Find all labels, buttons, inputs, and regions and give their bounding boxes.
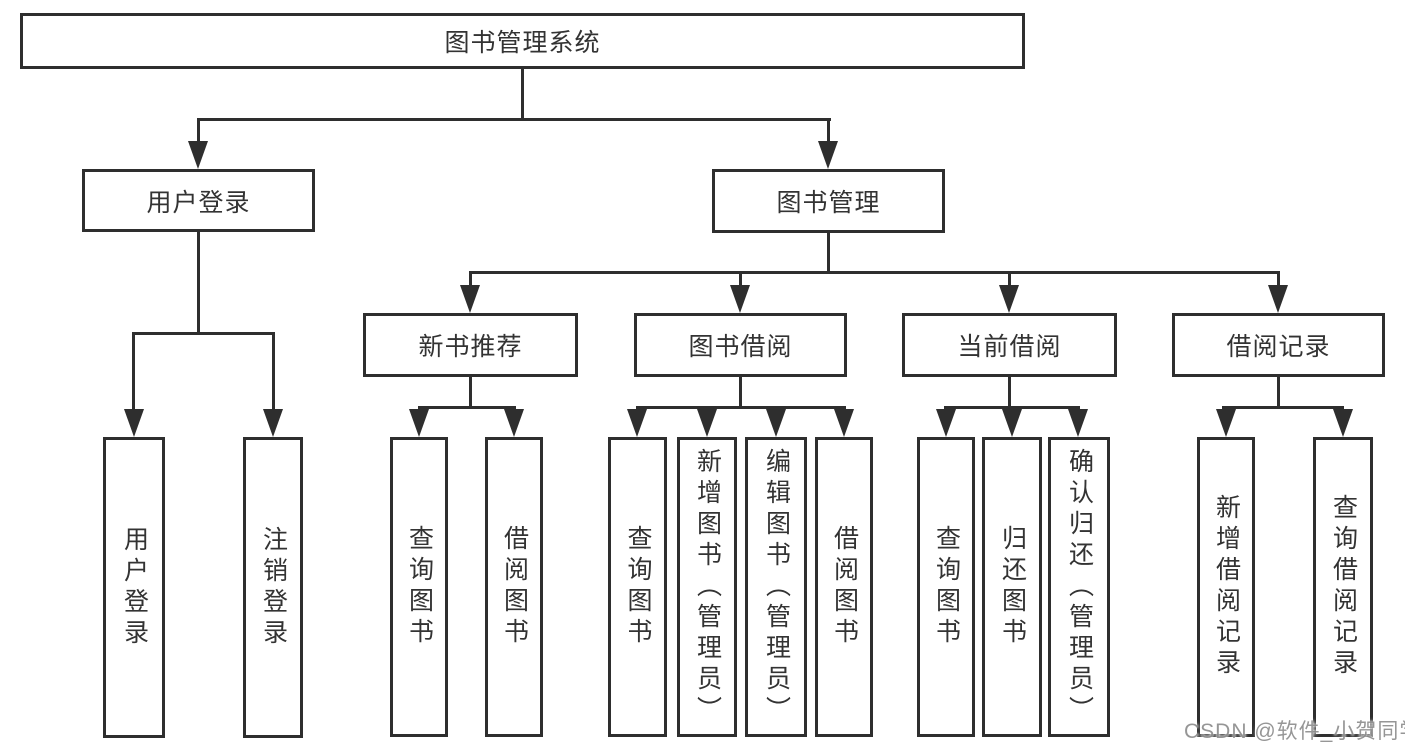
connector-bookmgmt-vline (827, 233, 830, 274)
leaf-user-login-label: 用户登录 (120, 525, 149, 650)
node-root-system: 图书管理系统 (20, 13, 1025, 69)
leaf-borrow-borrow-books: 借阅图书 (815, 437, 873, 737)
leaf-newbook-borrow-books: 借阅图书 (485, 437, 543, 737)
arrowhead-down-icon (263, 409, 283, 437)
leaf-records-query-record: 查询借阅记录 (1313, 437, 1373, 737)
arrowhead-down-icon (1216, 409, 1236, 437)
node-book-borrow-label: 图书借阅 (688, 333, 793, 361)
connector-records-vline (1277, 377, 1280, 409)
node-book-borrow: 图书借阅 (634, 313, 847, 377)
leaf-borrow-query-books-label: 查询图书 (624, 525, 652, 649)
arrowhead-down-icon (766, 409, 786, 437)
connector-root-hline (197, 118, 831, 121)
connector-bookmgmt-records-stem (1277, 271, 1280, 288)
arrowhead-down-icon (504, 409, 524, 437)
arrowhead-down-icon (834, 409, 854, 437)
connector-userlogin-leaf1-stem (132, 332, 135, 412)
connector-records-hline (1222, 406, 1344, 409)
connector-root-userlogin-stem (197, 118, 200, 144)
leaf-borrow-edit-books-admin-label: 编辑图书（管理员） (762, 447, 791, 727)
connector-borrow-vline (739, 377, 742, 409)
node-root-system-label: 图书管理系统 (444, 29, 601, 57)
connector-bookmgmt-newbook-stem (469, 271, 472, 288)
connector-bookmgmt-hline (469, 271, 1280, 274)
node-book-management: 图书管理 (712, 169, 945, 233)
arrowhead-down-icon (1268, 285, 1288, 313)
node-current-borrow: 当前借阅 (902, 313, 1117, 377)
arrowhead-down-icon (627, 409, 647, 437)
arrowhead-down-icon (409, 409, 429, 437)
connector-userlogin-leaf2-stem (272, 332, 275, 412)
leaf-current-confirm-return-admin-label: 确认归还（管理员） (1065, 447, 1094, 727)
leaf-records-add-record: 新增借阅记录 (1197, 437, 1255, 737)
leaf-logout-label: 注销登录 (259, 525, 288, 650)
node-current-borrow-label: 当前借阅 (957, 333, 1062, 361)
node-borrow-records: 借阅记录 (1172, 313, 1385, 377)
arrowhead-down-icon (999, 285, 1019, 313)
connector-current-hline (944, 406, 1080, 409)
leaf-current-confirm-return-admin: 确认归还（管理员） (1048, 437, 1110, 737)
arrowhead-down-icon (188, 141, 208, 169)
leaf-logout: 注销登录 (243, 437, 303, 738)
connector-bookmgmt-current-stem (1008, 271, 1011, 288)
arrowhead-down-icon (730, 285, 750, 313)
connector-newbook-hline (418, 406, 516, 409)
arrowhead-down-icon (697, 409, 717, 437)
leaf-borrow-add-books-admin-label: 新增图书（管理员） (693, 447, 722, 727)
node-user-login-label: 用户登录 (146, 188, 251, 217)
arrowhead-down-icon (460, 285, 480, 313)
csdn-watermark: CSDN @软件_小贺同学 (1184, 720, 1405, 743)
leaf-borrow-add-books-admin: 新增图书（管理员） (677, 437, 737, 737)
node-user-login: 用户登录 (82, 169, 315, 232)
leaf-newbook-query-books-label: 查询图书 (405, 525, 434, 649)
leaf-user-login: 用户登录 (103, 437, 165, 738)
arrowhead-down-icon (936, 409, 956, 437)
connector-userlogin-hline (132, 332, 275, 335)
arrowhead-down-icon (1333, 409, 1353, 437)
leaf-records-add-record-label: 新增借阅记录 (1212, 494, 1241, 680)
connector-userlogin-vline (197, 232, 200, 334)
leaf-records-query-record-label: 查询借阅记录 (1329, 494, 1358, 680)
arrowhead-down-icon (124, 409, 144, 437)
leaf-current-query-books-label: 查询图书 (932, 525, 961, 649)
leaf-borrow-borrow-books-label: 借阅图书 (830, 525, 859, 649)
arrowhead-down-icon (1068, 409, 1088, 437)
connector-newbook-vline (469, 377, 472, 409)
leaf-newbook-borrow-books-label: 借阅图书 (500, 525, 529, 649)
leaf-current-return-books: 归还图书 (982, 437, 1042, 737)
connector-bookmgmt-borrow-stem (739, 271, 742, 288)
arrowhead-down-icon (818, 141, 838, 169)
leaf-newbook-query-books: 查询图书 (390, 437, 448, 737)
connector-root-vline (521, 69, 524, 119)
connector-borrow-hline (636, 406, 846, 409)
connector-root-bookmgmt-stem (827, 118, 830, 144)
node-new-book-recommend-label: 新书推荐 (418, 333, 523, 361)
leaf-current-return-books-label: 归还图书 (998, 525, 1027, 649)
leaf-borrow-edit-books-admin: 编辑图书（管理员） (745, 437, 807, 737)
node-borrow-records-label: 借阅记录 (1226, 333, 1331, 361)
node-new-book-recommend: 新书推荐 (363, 313, 578, 377)
leaf-current-query-books: 查询图书 (917, 437, 975, 737)
connector-current-vline (1008, 377, 1011, 409)
arrowhead-down-icon (1002, 409, 1022, 437)
node-book-management-label: 图书管理 (776, 189, 881, 217)
leaf-borrow-query-books: 查询图书 (608, 437, 667, 737)
